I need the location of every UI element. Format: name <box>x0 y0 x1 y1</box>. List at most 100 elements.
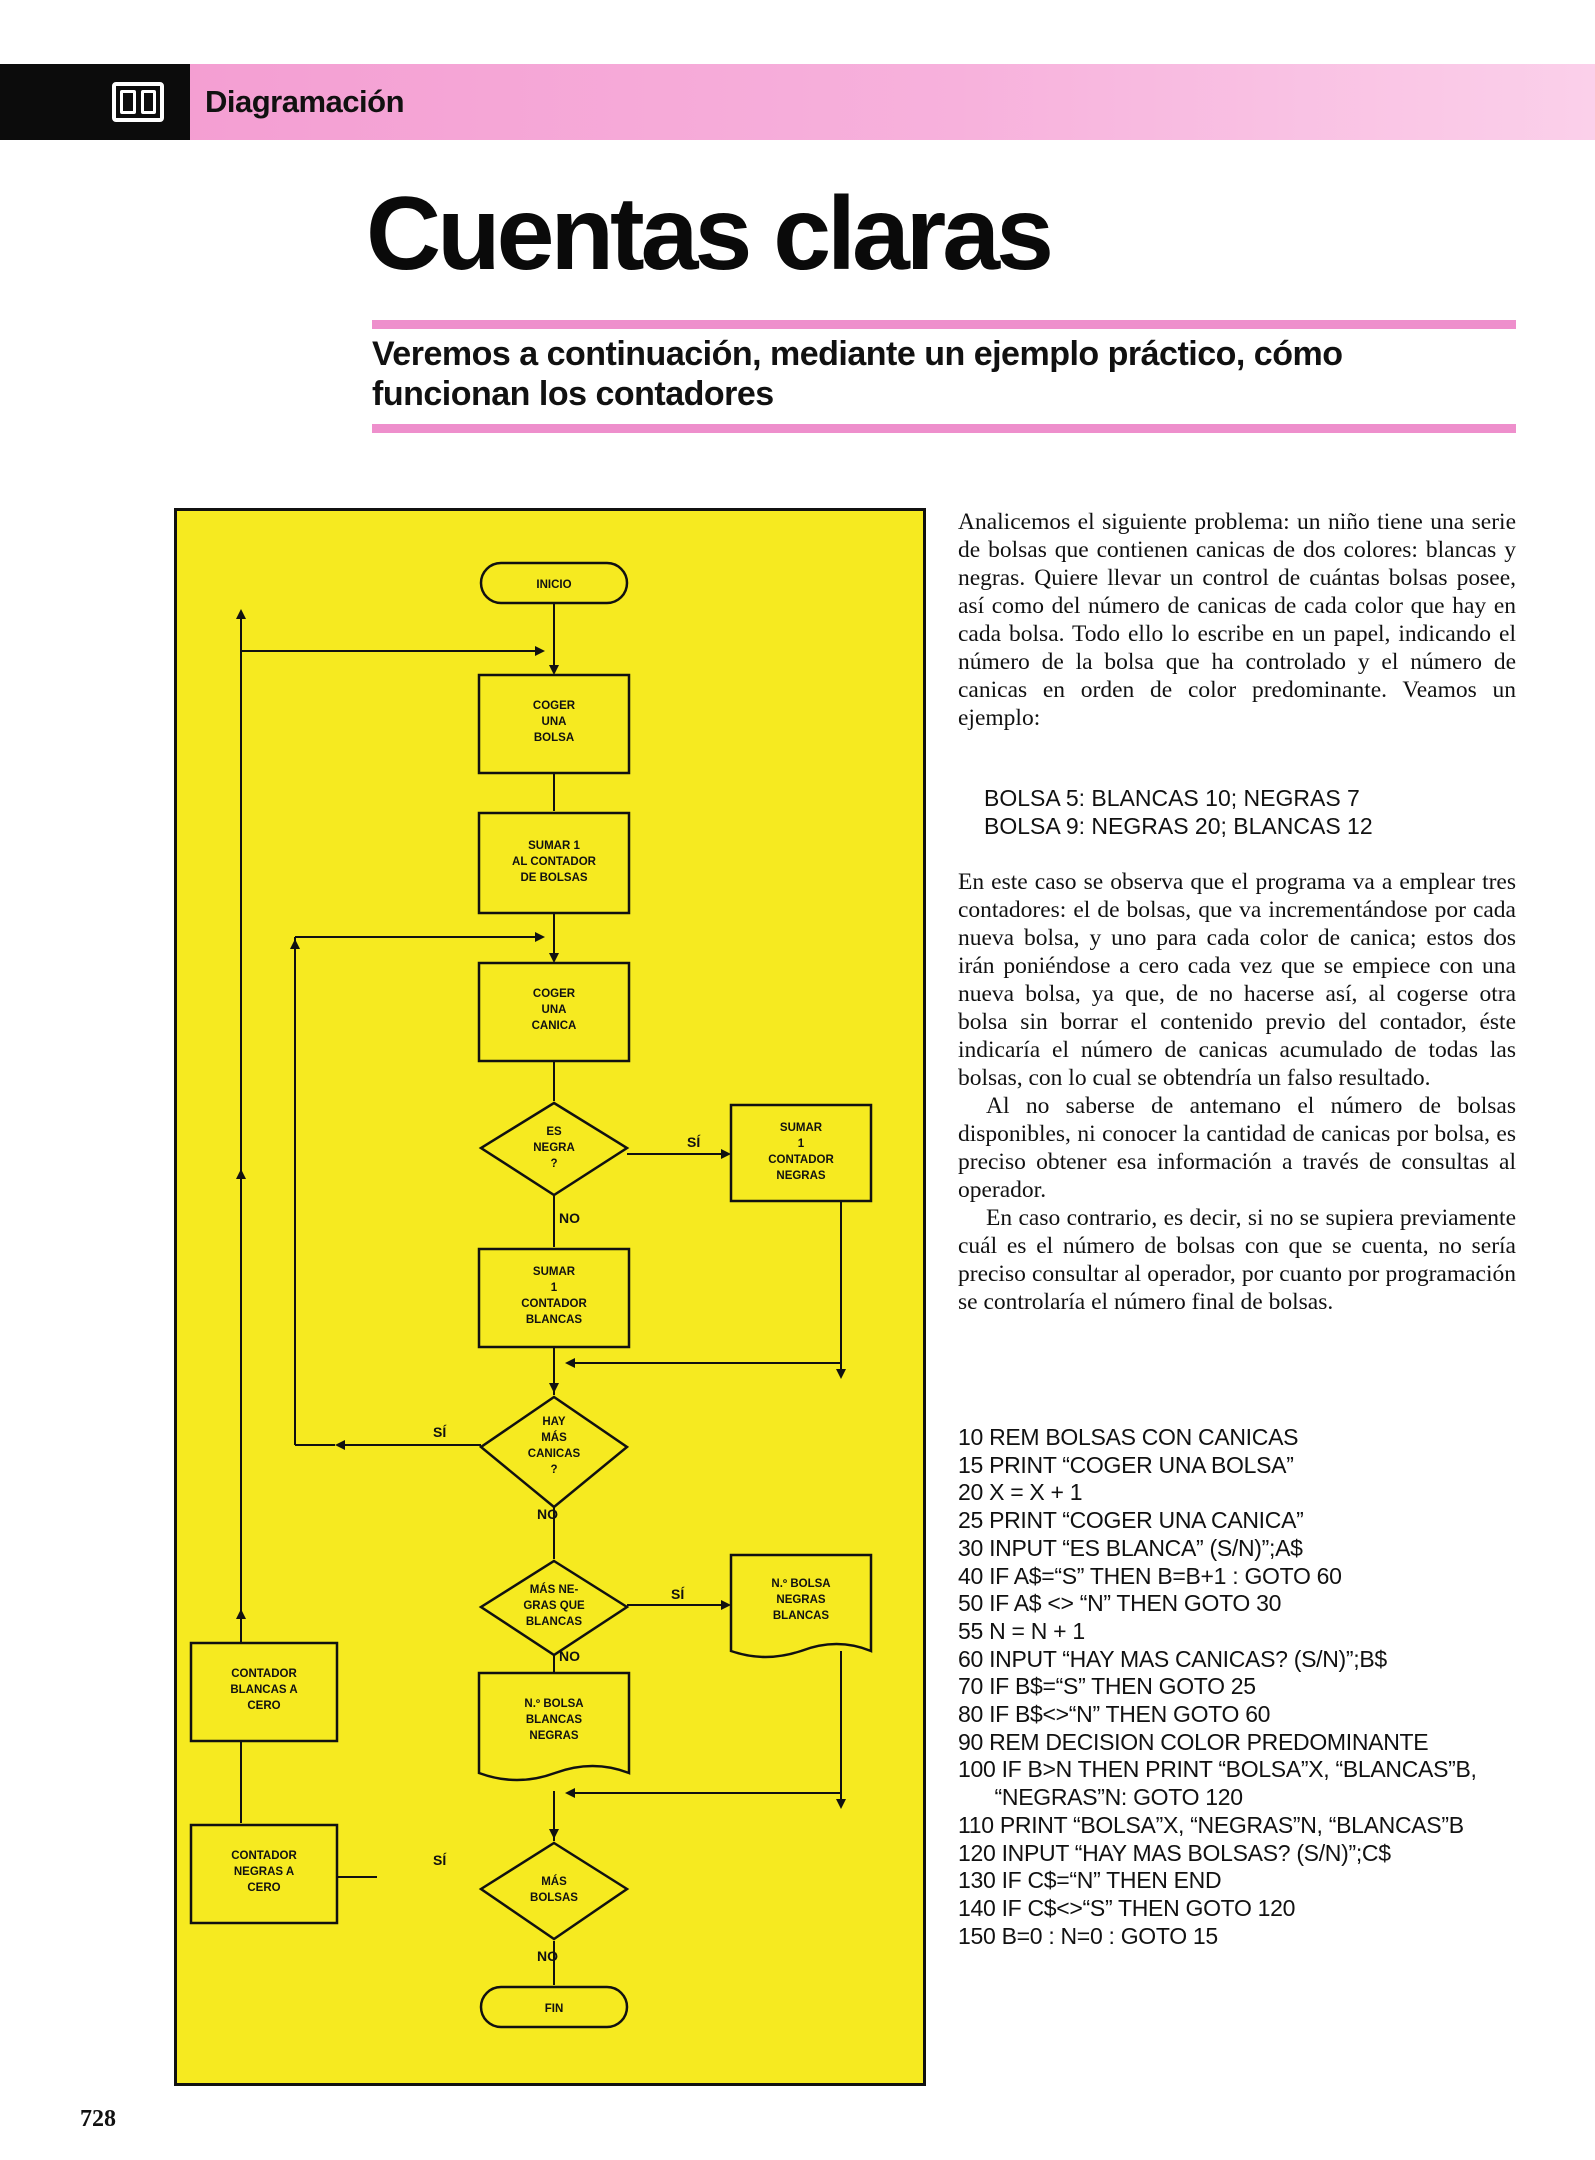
shape-label: CANICAS <box>528 1448 581 1460</box>
branch-label-yes: SÍ <box>433 1852 447 1868</box>
code-line: 120 INPUT “HAY MAS BOLSAS? (S/N)”;C$ <box>958 1839 1391 1866</box>
branch-label-yes: SÍ <box>433 1424 447 1440</box>
shape-label: ES <box>546 1126 562 1138</box>
page-title: Cuentas claras <box>366 176 1054 292</box>
document-negras-blancas <box>729 1553 873 1659</box>
shape-label: SUMAR <box>533 1266 576 1278</box>
shape-label: MÁS <box>541 1431 567 1444</box>
code-line: 90 REM DECISION COLOR PREDOMINANTE <box>958 1728 1429 1755</box>
section-name: Diagramación <box>205 84 405 119</box>
shape-label: SUMAR <box>780 1122 823 1134</box>
shape-label: BLANCAS <box>526 1616 583 1628</box>
code-line: 55 N = N + 1 <box>958 1617 1085 1644</box>
shape-label: FIN <box>545 2003 564 2015</box>
document-blancas-negras <box>477 1671 631 1782</box>
process-box-sumar-negras <box>729 1103 873 1203</box>
article-body: En este caso se observa que el programa … <box>958 868 1516 1316</box>
flowchart: INICIO COGER UNA BOLSA SUMAR 1 AL CONTAD… <box>189 561 873 2029</box>
code-line: 80 IF B$<>“N” THEN GOTO 60 <box>958 1701 1271 1728</box>
decision-mas-bolsas <box>478 1841 630 1941</box>
page-number: 728 <box>80 2106 116 2132</box>
shape-label: CANICA <box>532 1020 577 1032</box>
code-line: 10 REM BOLSAS CON CANICAS <box>958 1424 1299 1450</box>
branch-label-no: NO <box>537 1948 558 1964</box>
shape-label: INICIO <box>536 579 571 591</box>
code-line: 15 PRINT “COGER UNA BOLSA” <box>958 1451 1294 1478</box>
article-paragraph: Al no saberse de antemano el número de b… <box>958 1093 1516 1203</box>
shape-label: CONTADOR <box>231 1850 297 1862</box>
shape-label: BLANCAS <box>773 1610 830 1622</box>
article-intro: Analicemos el siguiente problema: un niñ… <box>958 508 1516 732</box>
decision-mas-negras <box>478 1559 630 1657</box>
branch-label-no: NO <box>537 1506 558 1522</box>
code-line: 150 B=0 : N=0 : GOTO 15 <box>958 1922 1218 1949</box>
shape-label: CONTADOR <box>231 1668 297 1680</box>
example-line: BOLSA 5: BLANCAS 10; NEGRAS 7 <box>984 785 1360 811</box>
article-paragraph: En caso contrario, es decir, si no se su… <box>958 1205 1516 1315</box>
article-paragraph: En este caso se observa que el programa … <box>958 869 1516 1091</box>
process-box-negras-cero <box>189 1823 339 1925</box>
process-box-coger-bolsa <box>477 673 631 775</box>
code-line: “NEGRAS”N: GOTO 120 <box>958 1784 1244 1811</box>
shape-label: NEGRAS A <box>234 1866 294 1878</box>
section-icon <box>112 82 164 122</box>
shape-label: BOLSAS <box>530 1892 578 1904</box>
shape-label: CERO <box>247 1882 280 1894</box>
code-line: 50 IF A$ <> “N” THEN GOTO 30 <box>958 1590 1282 1617</box>
flowchart-panel: INICIO COGER UNA BOLSA SUMAR 1 AL CONTAD… <box>174 508 926 2086</box>
branch-label-no: NO <box>559 1210 580 1226</box>
shape-label: NEGRAS <box>529 1730 579 1742</box>
process-box-sumar-blancas <box>477 1247 631 1349</box>
section-header-band <box>0 64 1595 140</box>
shape-label: BLANCAS A <box>230 1684 297 1696</box>
code-line: 25 PRINT “COGER UNA CANICA” <box>958 1507 1304 1534</box>
code-line: 20 X = X + 1 <box>958 1479 1083 1506</box>
shape-label: ? <box>550 1464 557 1476</box>
shape-label: NEGRAS <box>776 1170 826 1182</box>
shape-label: COGER <box>533 988 576 1000</box>
process-box-coger-canica <box>477 961 631 1063</box>
code-line: 40 IF A$=“S” THEN B=B+1 : GOTO 60 <box>958 1562 1342 1589</box>
example-output: BOLSA 5: BLANCAS 10; NEGRAS 7 BOLSA 9: N… <box>984 784 1373 840</box>
shape-label: NEGRAS <box>776 1594 826 1606</box>
start-terminal <box>479 561 629 605</box>
shape-label: CERO <box>247 1700 280 1712</box>
code-line: 100 IF B>N THEN PRINT “BOLSA”X, “BLANCAS… <box>958 1756 1477 1783</box>
shape-label: AL CONTADOR <box>512 856 597 868</box>
shape-label: DE BOLSAS <box>520 872 587 884</box>
process-box-sumar-bolsas <box>477 811 631 915</box>
decision-hay-mas-canicas <box>478 1395 630 1509</box>
decision-es-negra <box>478 1101 630 1197</box>
shape-label: MÁS NE- <box>530 1583 579 1596</box>
page-subtitle: Veremos a continuación, mediante un ejem… <box>372 335 1343 413</box>
shape-label: BLANCAS <box>526 1314 583 1326</box>
code-line: 60 INPUT “HAY MAS CANICAS? (S/N)”;B$ <box>958 1645 1387 1672</box>
shape-label: CONTADOR <box>768 1154 834 1166</box>
code-line: 30 INPUT “ES BLANCA” (S/N)”;A$ <box>958 1534 1303 1561</box>
shape-label: SUMAR 1 <box>528 840 580 852</box>
shape-label: CONTADOR <box>521 1298 587 1310</box>
basic-program-listing: 10 REM BOLSAS CON CANICAS 15 PRINT “COGE… <box>958 1424 1477 1950</box>
shape-label: BOLSA <box>534 732 574 744</box>
shape-label: GRAS QUE <box>523 1600 585 1612</box>
shape-label: 1 <box>798 1138 805 1150</box>
branch-label-no: NO <box>559 1648 580 1664</box>
shape-label: N.º BOLSA <box>771 1578 830 1590</box>
process-box-blancas-cero <box>189 1641 339 1743</box>
title-rule-top <box>372 320 1516 329</box>
shape-label: UNA <box>542 716 567 728</box>
shape-label: N.º BOLSA <box>524 1698 583 1710</box>
code-line: 130 IF C$=“N” THEN END <box>958 1867 1222 1894</box>
shape-label: BLANCAS <box>526 1714 583 1726</box>
shape-label: HAY <box>542 1416 566 1428</box>
branch-label-yes: SÍ <box>671 1586 685 1602</box>
shape-label: MÁS <box>541 1875 567 1888</box>
code-line: 140 IF C$<>“S” THEN GOTO 120 <box>958 1894 1296 1921</box>
shape-label: ? <box>550 1158 557 1170</box>
branch-label-yes: SÍ <box>687 1134 701 1150</box>
article-paragraph: Analicemos el siguiente problema: un niñ… <box>958 509 1516 731</box>
shape-label: UNA <box>542 1004 567 1016</box>
shape-label: NEGRA <box>533 1142 575 1154</box>
shape-label: COGER <box>533 700 576 712</box>
shape-label: 1 <box>551 1282 558 1294</box>
